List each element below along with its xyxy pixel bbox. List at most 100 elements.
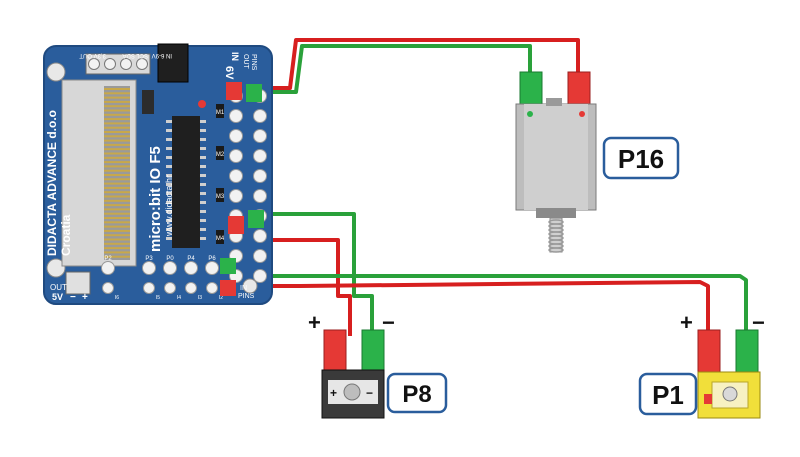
- chip-pin: [166, 201, 172, 204]
- board-website: www.didacta.hr: [164, 175, 174, 237]
- pad: [229, 109, 243, 123]
- p8-minus-sign: −: [382, 310, 395, 335]
- edge-pin: [104, 139, 130, 142]
- out-terminal: [65, 271, 91, 295]
- p8-plug-green: [361, 329, 385, 373]
- motor-label-bg: [216, 146, 224, 160]
- wire-red-p1: [236, 280, 710, 336]
- edge-connector-pins: [104, 88, 130, 258]
- edge-pin: [104, 118, 130, 121]
- edge-pin: [104, 225, 130, 228]
- label-out33: 3,3V OUT: [79, 52, 106, 58]
- edge-pin: [104, 105, 130, 108]
- motor-label: M2: [216, 152, 225, 158]
- edge-pin: [104, 221, 130, 224]
- label-pins-bottom: PINS: [238, 293, 255, 300]
- edge-pin: [104, 251, 130, 254]
- chip-pin: [200, 156, 206, 159]
- chip-pin: [166, 219, 172, 222]
- pad: [229, 129, 243, 143]
- pad: [102, 282, 114, 294]
- board-plug-red: [226, 82, 242, 100]
- pin-label: P0: [166, 256, 174, 262]
- label-out-top: OUT: [242, 54, 249, 70]
- pad: [253, 109, 267, 123]
- pad: [253, 149, 267, 163]
- terminal-block: [85, 53, 151, 75]
- edge-pin: [104, 204, 130, 207]
- p8-knob: [343, 383, 361, 401]
- board-plug-red: [220, 280, 236, 296]
- pad: [253, 169, 267, 183]
- pad: [229, 189, 243, 203]
- edge-pin: [104, 96, 130, 99]
- p8-face-plus: +: [330, 386, 337, 400]
- tag-p1: P1: [638, 372, 698, 416]
- edge-pin: [104, 255, 130, 258]
- edge-pin: [104, 238, 130, 241]
- label-scl-sda: SCL SDA: [123, 52, 148, 58]
- motor-label-bg: [216, 230, 224, 244]
- pad: [164, 282, 176, 294]
- label-pins-top: PINS: [250, 54, 257, 71]
- pad: [184, 261, 198, 275]
- edge-pin: [104, 152, 130, 155]
- mount-hole: [242, 278, 258, 294]
- edge-pin: [104, 165, 130, 168]
- chip-pin: [200, 147, 206, 150]
- edge-pin: [104, 109, 130, 112]
- chip-pin: [166, 156, 172, 159]
- motor-label: M1: [216, 110, 225, 116]
- motor-body-shade: [524, 104, 588, 210]
- edge-pin: [104, 169, 130, 172]
- edge-pin: [104, 178, 130, 181]
- board-plug-green: [246, 84, 262, 102]
- pin-label: I3: [198, 295, 202, 301]
- p8-plus-sign: +: [308, 310, 321, 335]
- chip-pin: [200, 201, 206, 204]
- label-power-in: IN 6-9V: [152, 52, 172, 58]
- edge-pin: [104, 143, 130, 146]
- p1-led-red: [704, 394, 712, 404]
- chip-pin: [166, 183, 172, 186]
- pin-label: I2: [219, 295, 223, 301]
- tag-p16: P16: [602, 136, 680, 180]
- pad: [205, 261, 219, 275]
- component-p1: + −: [680, 310, 765, 419]
- edge-pin: [104, 174, 130, 176]
- chip-pin: [166, 228, 172, 231]
- edge-pin: [104, 191, 130, 194]
- component-p8: + − + −: [308, 310, 395, 419]
- edge-pin: [104, 122, 130, 125]
- tag-p16-text: P16: [618, 144, 664, 174]
- pin-label: P4: [187, 256, 195, 262]
- edge-pin: [104, 88, 130, 90]
- pad: [253, 269, 267, 283]
- pin-label: I4: [177, 295, 181, 301]
- chip-pin: [166, 129, 172, 132]
- edge-pin: [104, 217, 130, 219]
- p8-face-minus: −: [366, 386, 373, 400]
- p1-plug-red: [697, 329, 721, 373]
- edge-pin: [104, 208, 130, 211]
- edge-pin: [104, 100, 130, 103]
- edge-pin: [104, 148, 130, 151]
- board-plug-green: [248, 210, 264, 228]
- pad: [101, 261, 115, 275]
- chip-pin: [200, 174, 206, 177]
- edge-pin: [104, 199, 130, 202]
- tag-p8-text: P8: [402, 381, 431, 408]
- label-6v: 6V: [223, 66, 235, 80]
- terminal-screw: [136, 58, 148, 70]
- chip-pin: [200, 210, 206, 213]
- chip-pin: [166, 192, 172, 195]
- pad: [253, 249, 267, 263]
- edge-pin: [104, 113, 130, 116]
- board-plug-green: [220, 258, 236, 274]
- mount-hole: [46, 62, 66, 82]
- chip-pin: [200, 237, 206, 240]
- pad: [142, 261, 156, 275]
